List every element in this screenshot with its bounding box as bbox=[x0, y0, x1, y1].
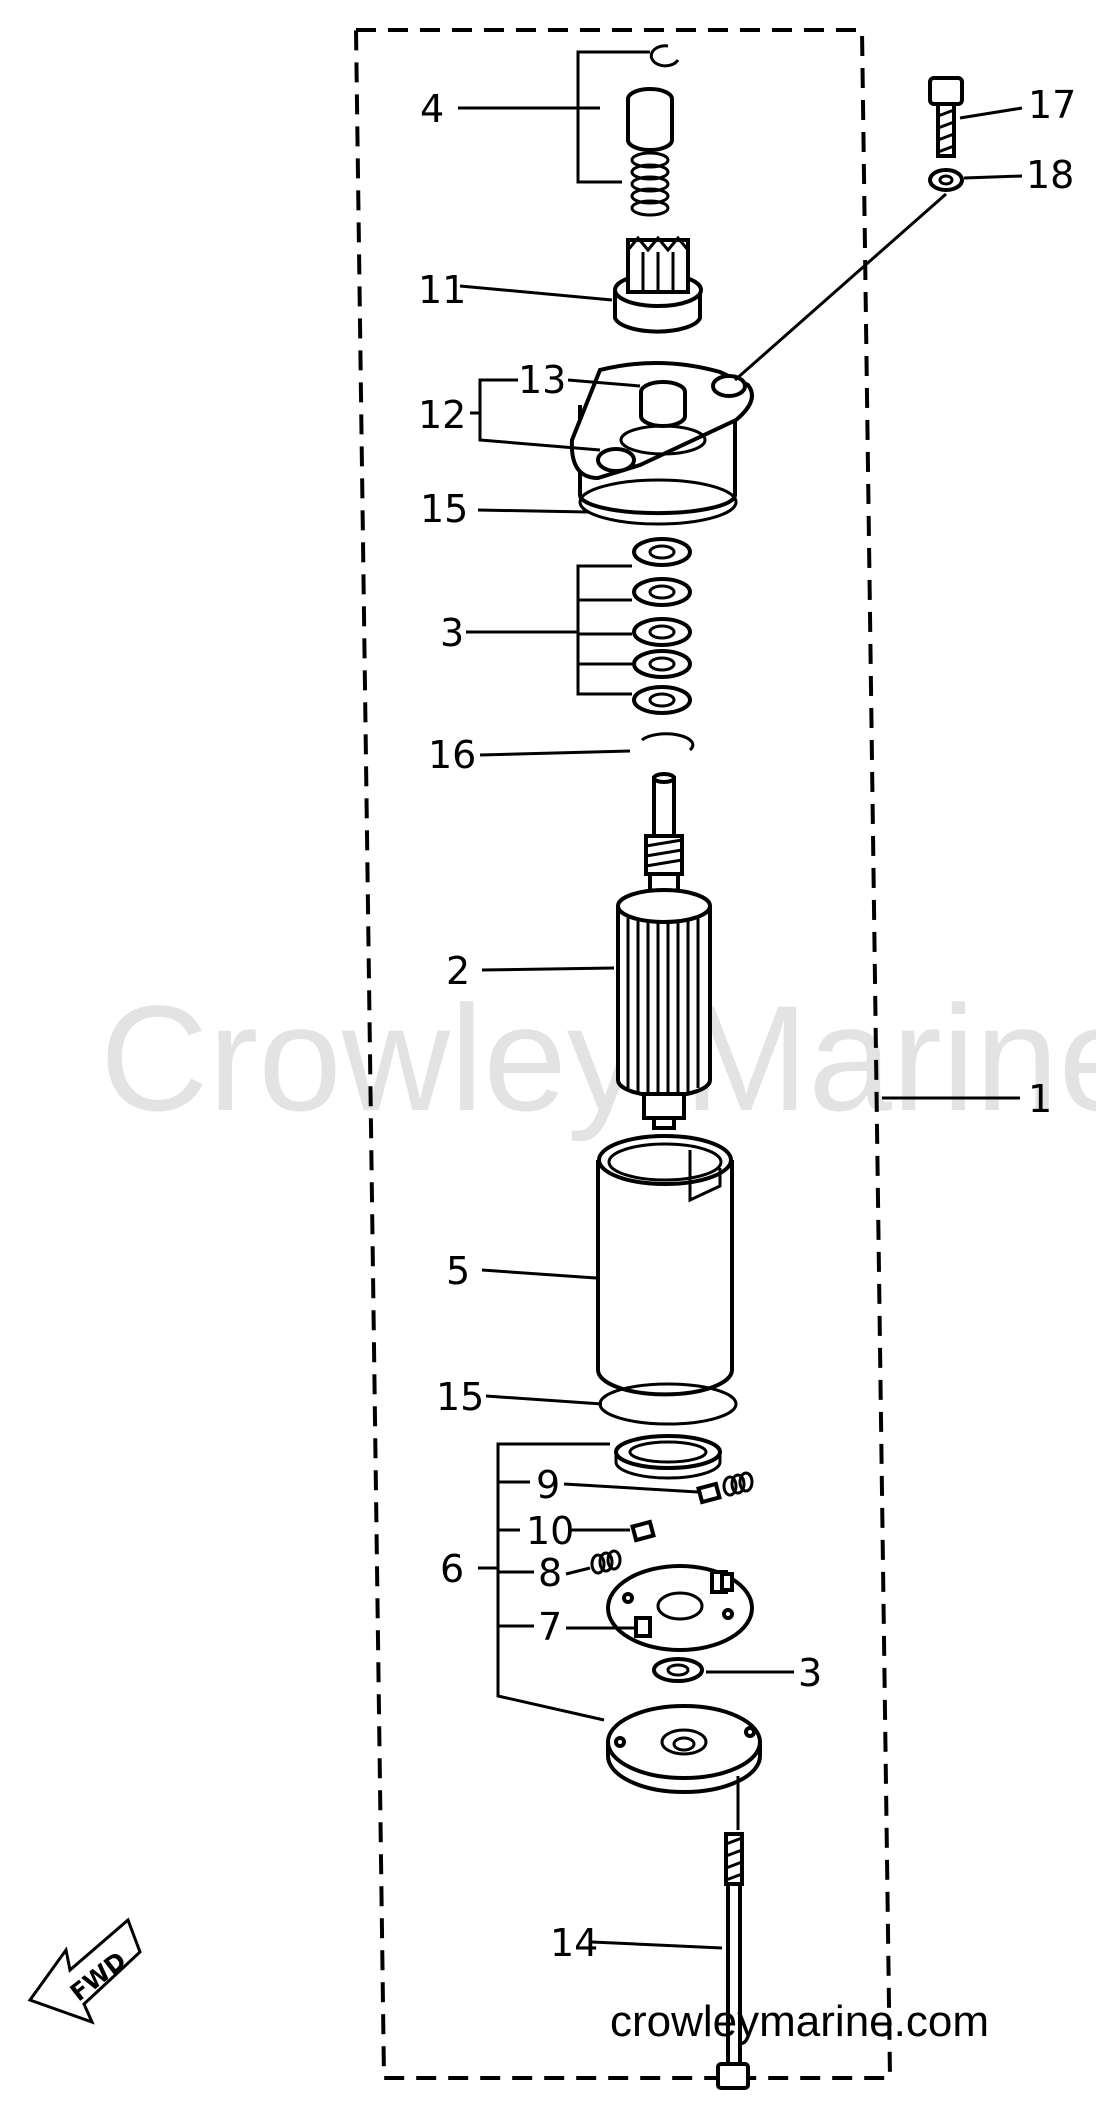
callout-10: 10 bbox=[526, 1509, 574, 1553]
part-18-washer bbox=[928, 168, 964, 192]
part-12-front-housing bbox=[569, 361, 754, 516]
fwd-direction-arrow-icon: FWD bbox=[27, 1917, 142, 2025]
callout-3-top: 3 bbox=[440, 611, 464, 655]
part-3-washer-bottom bbox=[652, 1657, 704, 1683]
assembly-boundary bbox=[353, 28, 893, 2080]
callout-12: 12 bbox=[418, 393, 466, 437]
site-watermark-text: crowleymarine.com bbox=[610, 1997, 989, 2046]
callout-14: 14 bbox=[550, 1921, 598, 1965]
callout-13: 13 bbox=[518, 358, 566, 402]
callout-18: 18 bbox=[1026, 153, 1074, 197]
part-3-thrust-washers bbox=[632, 537, 692, 715]
callout-2: 2 bbox=[446, 949, 470, 993]
callout-11: 11 bbox=[418, 268, 466, 312]
part-11-pinion-gear bbox=[613, 235, 703, 334]
part-16-snap-ring bbox=[641, 732, 695, 752]
part-8-spring bbox=[590, 1549, 622, 1575]
part-2-armature bbox=[616, 772, 712, 1130]
part-6-rear-end-cover bbox=[606, 1704, 762, 1794]
part-9-brush-spring bbox=[696, 1471, 754, 1505]
callout-16: 16 bbox=[428, 733, 476, 777]
callout-5: 5 bbox=[446, 1249, 470, 1293]
part-7-brush-plate bbox=[606, 1564, 754, 1652]
callout-6: 6 bbox=[440, 1547, 464, 1591]
watermark-text: Crowley Marine bbox=[100, 974, 1096, 1142]
part-14-through-bolt bbox=[716, 1832, 750, 2090]
callout-1: 1 bbox=[1028, 1077, 1052, 1121]
callout-17: 17 bbox=[1028, 83, 1076, 127]
part-4-clip-collar-spring bbox=[626, 44, 680, 217]
part-15-gasket-top bbox=[578, 478, 738, 526]
callout-15-bottom: 15 bbox=[436, 1375, 484, 1419]
callout-8: 8 bbox=[538, 1551, 562, 1595]
part-10-brush bbox=[630, 1519, 656, 1543]
callout-3-bottom: 3 bbox=[798, 1651, 822, 1695]
callout-9: 9 bbox=[536, 1463, 560, 1507]
bolt-alignment-line bbox=[734, 192, 947, 382]
callout-7: 7 bbox=[538, 1605, 562, 1649]
part-5-yoke bbox=[596, 1134, 734, 1397]
callout-4: 4 bbox=[420, 87, 444, 131]
part-6-brush-holder-ring bbox=[614, 1434, 722, 1480]
part-17-bolt bbox=[928, 76, 964, 158]
callout-15-top: 15 bbox=[420, 487, 468, 531]
